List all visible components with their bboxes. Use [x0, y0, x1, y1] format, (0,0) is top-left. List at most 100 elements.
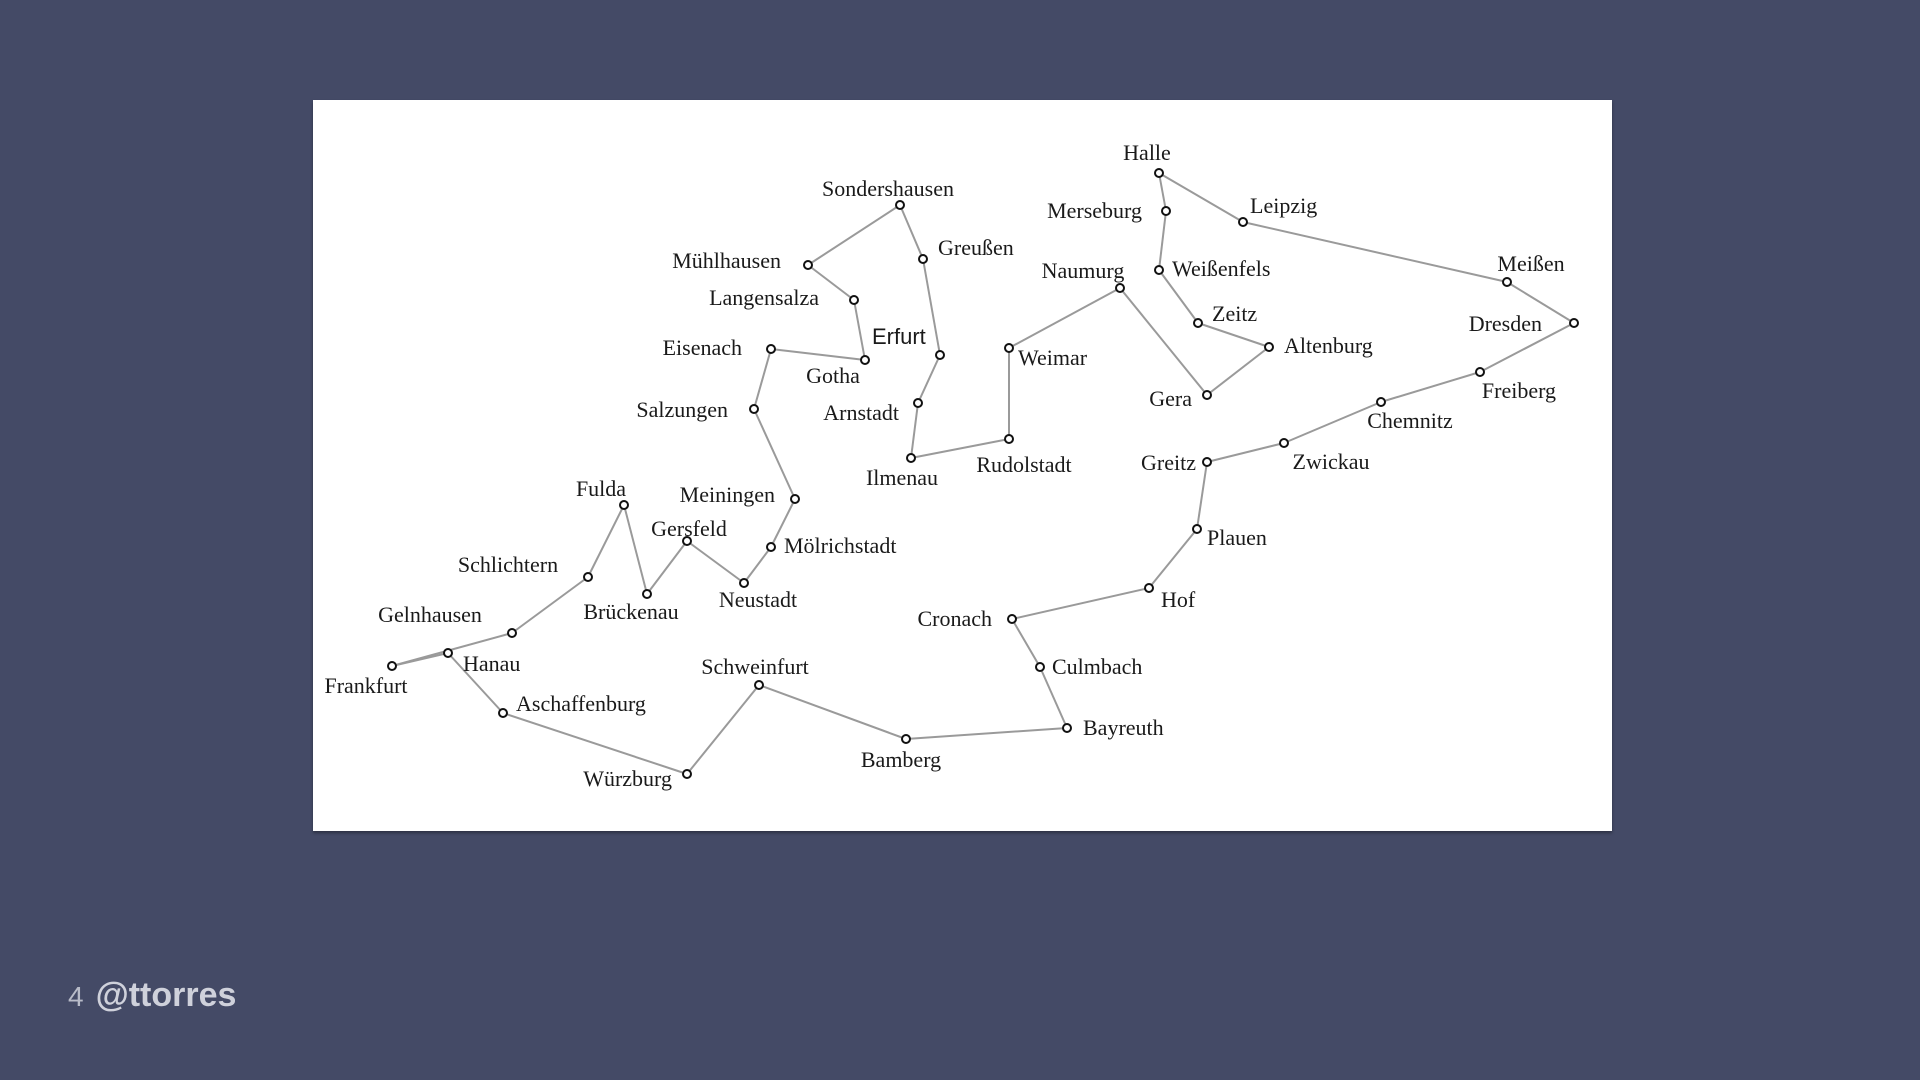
route-edge: [743, 546, 772, 584]
city-node: [1144, 583, 1154, 593]
city-label: Rudolstadt: [976, 452, 1071, 477]
city-node: [860, 355, 870, 365]
city-node: [906, 453, 916, 463]
city-node: [642, 589, 652, 599]
city-label: Brückenau: [583, 599, 678, 624]
city-label: Zeitz: [1212, 301, 1257, 326]
city-label: Freiberg: [1482, 378, 1556, 403]
city-node: [790, 494, 800, 504]
route-edge: [1196, 461, 1208, 530]
city-node: [498, 708, 508, 718]
city-node: [1062, 723, 1072, 733]
route-edge: [1380, 371, 1481, 403]
route-edge: [1479, 322, 1575, 373]
city-label: Plauen: [1207, 525, 1267, 550]
route-edge: [1148, 528, 1198, 589]
city-label: Bamberg: [861, 747, 941, 772]
route-edge: [910, 402, 919, 459]
city-node: [1569, 318, 1579, 328]
city-node: [1154, 265, 1164, 275]
city-node: [682, 536, 692, 546]
city-node: [1264, 342, 1274, 352]
route-edge: [770, 348, 866, 361]
city-label: Bayreuth: [1083, 715, 1164, 740]
city-node: [901, 734, 911, 744]
route-edge: [587, 504, 625, 578]
route-edge: [853, 299, 866, 361]
route-edge: [1206, 442, 1285, 463]
route-edge: [511, 576, 589, 634]
city-node: [583, 572, 593, 582]
city-label: Frankfurt: [324, 673, 407, 698]
city-node: [619, 500, 629, 510]
city-label: Merseburg: [1047, 198, 1142, 223]
route-edge: [807, 204, 901, 266]
city-label: Altenburg: [1284, 333, 1373, 358]
city-label: Eisenach: [663, 335, 742, 360]
city-node: [739, 578, 749, 588]
city-node: [1035, 662, 1045, 672]
city-node: [1192, 524, 1202, 534]
route-edge: [1283, 401, 1382, 444]
route-edge: [922, 258, 941, 356]
city-node: [913, 398, 923, 408]
slide-footer: 4 @ttorres: [68, 976, 236, 1015]
city-labels: SondershausenGreußenMühlhausenLangensalz…: [324, 140, 1564, 791]
route-edge: [1242, 221, 1508, 283]
city-label: Dresden: [1469, 311, 1542, 336]
city-node: [1376, 397, 1386, 407]
city-node: [1202, 390, 1212, 400]
city-label: Naumurg: [1042, 258, 1125, 283]
city-node: [443, 648, 453, 658]
city-label: Gersfeld: [651, 516, 727, 541]
city-label: Sondershausen: [822, 176, 954, 201]
city-label: Chemnitz: [1367, 408, 1453, 433]
route-edge: [807, 264, 855, 301]
city-label: Gotha: [806, 363, 860, 388]
city-label: Leipzig: [1250, 193, 1317, 218]
city-label: Würzburg: [583, 766, 672, 791]
city-node: [1007, 614, 1017, 624]
route-edge: [1119, 287, 1208, 396]
route-edge: [753, 348, 772, 410]
city-label: Schlichtern: [458, 552, 558, 577]
city-label: Langensalza: [709, 285, 819, 310]
slide-number: 4: [68, 981, 84, 1012]
city-node: [1475, 367, 1485, 377]
city-node: [507, 628, 517, 638]
city-label: Cronach: [917, 606, 992, 631]
city-label: Greußen: [938, 235, 1014, 260]
route-edge: [770, 498, 796, 548]
city-node: [918, 254, 928, 264]
city-node: [766, 542, 776, 552]
city-node: [749, 404, 759, 414]
city-label: Hof: [1161, 587, 1196, 612]
route-edge: [686, 540, 745, 584]
city-label: Meißen: [1497, 251, 1564, 276]
city-node: [1279, 438, 1289, 448]
city-label: Gelnhausen: [378, 602, 482, 627]
city-node: [1161, 206, 1171, 216]
city-label: Weimar: [1018, 345, 1088, 370]
route-edge: [1011, 587, 1150, 620]
city-label: Fulda: [576, 476, 626, 501]
route-edge: [917, 354, 941, 404]
city-label: Schweinfurt: [701, 654, 809, 679]
city-node: [895, 200, 905, 210]
city-label: Culmbach: [1052, 654, 1142, 679]
city-label: Halle: [1123, 140, 1171, 165]
route-edge: [1039, 666, 1068, 729]
route-edge: [646, 540, 688, 595]
city-label: Meiningen: [680, 482, 775, 507]
city-label: Mölrichstadt: [784, 533, 896, 558]
route-edge: [1158, 269, 1199, 324]
route-edge: [1011, 618, 1041, 668]
diagram-panel: [313, 100, 1612, 831]
route-edges: [391, 172, 1575, 775]
city-node: [1004, 434, 1014, 444]
route-edge: [1158, 210, 1167, 271]
city-label: Weißenfels: [1172, 256, 1270, 281]
city-node: [766, 344, 776, 354]
city-node: [1193, 318, 1203, 328]
